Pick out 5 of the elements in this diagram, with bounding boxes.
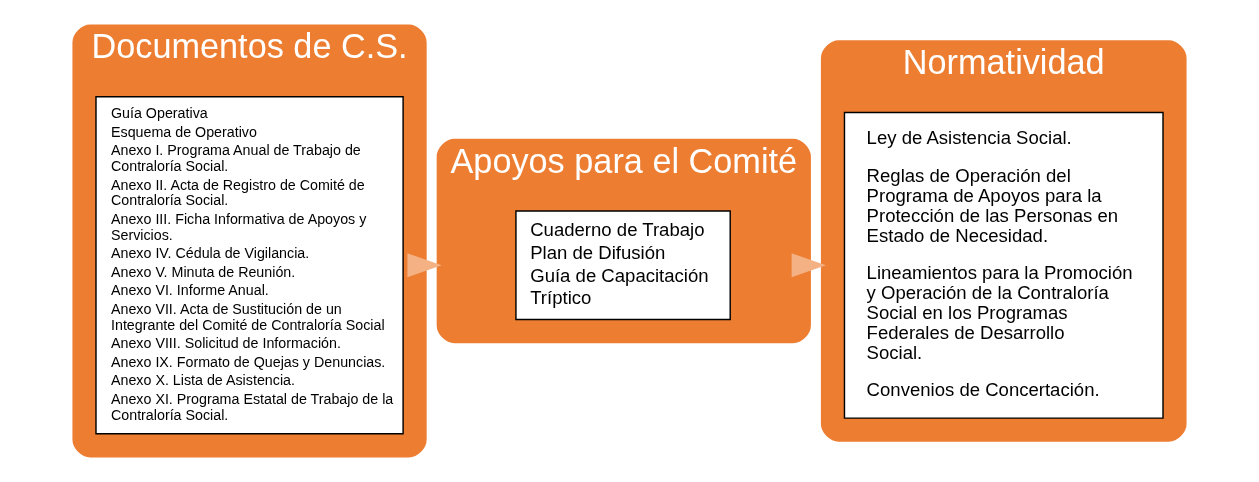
node-box: Guía Operativa Esquema de Operativo Anexo I. Programa Anual de Trabajo de Contraloría Social. Anexo II. Acta de Registro de Comité de Contraloría Social. Anexo III. Ficha Informativa de Apoyos y Servicios. Anexo IV. Cédula de Vigilancia. Anexo V. Minuta de Reunión. Anexo VI. Informe Anual. Anexo VII. Acta de Sustitución de un Integrante del Comité de Contraloría Social Anexo VIII. Solicitud de Información. Anexo IX. Formato de Quejas y Denuncias. Anexo X. Lista de Asistencia. Anexo XI. Programa Estatal de Trabajo de la Contraloría Social.: [95, 96, 404, 435]
arrow: [791, 253, 826, 278]
node-box: Cuaderno de Trabajo Plan de Difusión Guía de Capacitación Tríptico: [515, 210, 731, 321]
arrow: [407, 253, 442, 278]
node-box: Ley de Asistencia Social. Reglas de Operación del Programa de Apoyos para la Protección de las Personas en Estado de Necesidad. Lineamientos para la Promoción y Operación de la Contraloría Social en los Programas Federales de Desarrollo Social. Convenios de Concertación.: [843, 111, 1164, 419]
